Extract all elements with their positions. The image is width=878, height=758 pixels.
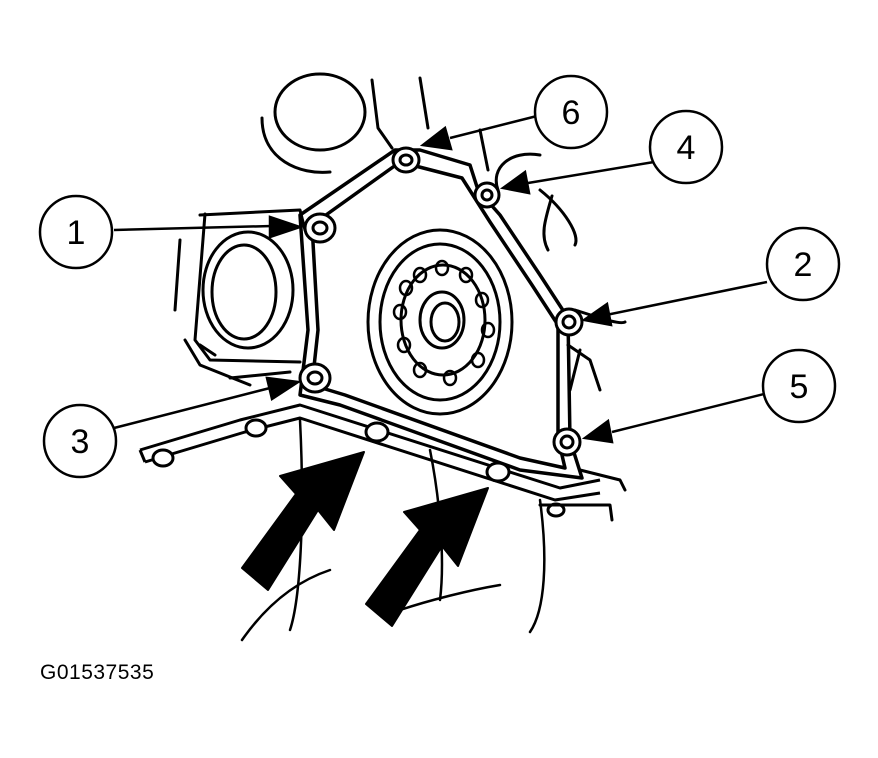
figure-id-label: G01537535 <box>40 661 155 684</box>
callout-label: 6 <box>562 94 581 132</box>
flywheel-flange <box>366 228 514 416</box>
oil-pan-bolts <box>151 418 511 483</box>
callout-5: 5 <box>761 348 837 424</box>
oil-pan-bolt-arrows <box>241 451 489 627</box>
callout-leaders <box>113 114 768 444</box>
bolt-3 <box>298 362 332 394</box>
bolt-4 <box>473 181 501 209</box>
oil-pan-gasket-rail <box>138 403 601 502</box>
callout-1: 1 <box>38 194 114 270</box>
flywheel-bolt-holes <box>392 259 496 387</box>
callout-6: 6 <box>533 74 609 150</box>
callout-label: 3 <box>71 423 90 461</box>
bolt-1 <box>303 212 337 244</box>
callout-4: 4 <box>648 109 724 185</box>
callout-label: 1 <box>67 214 86 252</box>
callout-2: 2 <box>765 226 841 302</box>
bolt-5 <box>552 427 582 457</box>
oil-pan-body <box>240 418 546 642</box>
cover-bolts <box>298 146 584 457</box>
callout-label: 4 <box>677 129 696 167</box>
oil-pan-bolt-arrow-right <box>365 487 489 627</box>
callout-badges: 1 2 3 4 5 6 <box>38 74 841 479</box>
bolt-6 <box>391 146 421 174</box>
callout-label: 5 <box>790 368 809 406</box>
bolt-2 <box>554 307 584 337</box>
rear-cover-plate <box>298 148 584 480</box>
oil-pan-bolt-arrow-left <box>241 451 365 591</box>
callout-label: 2 <box>794 246 813 284</box>
callout-3: 3 <box>42 403 118 479</box>
